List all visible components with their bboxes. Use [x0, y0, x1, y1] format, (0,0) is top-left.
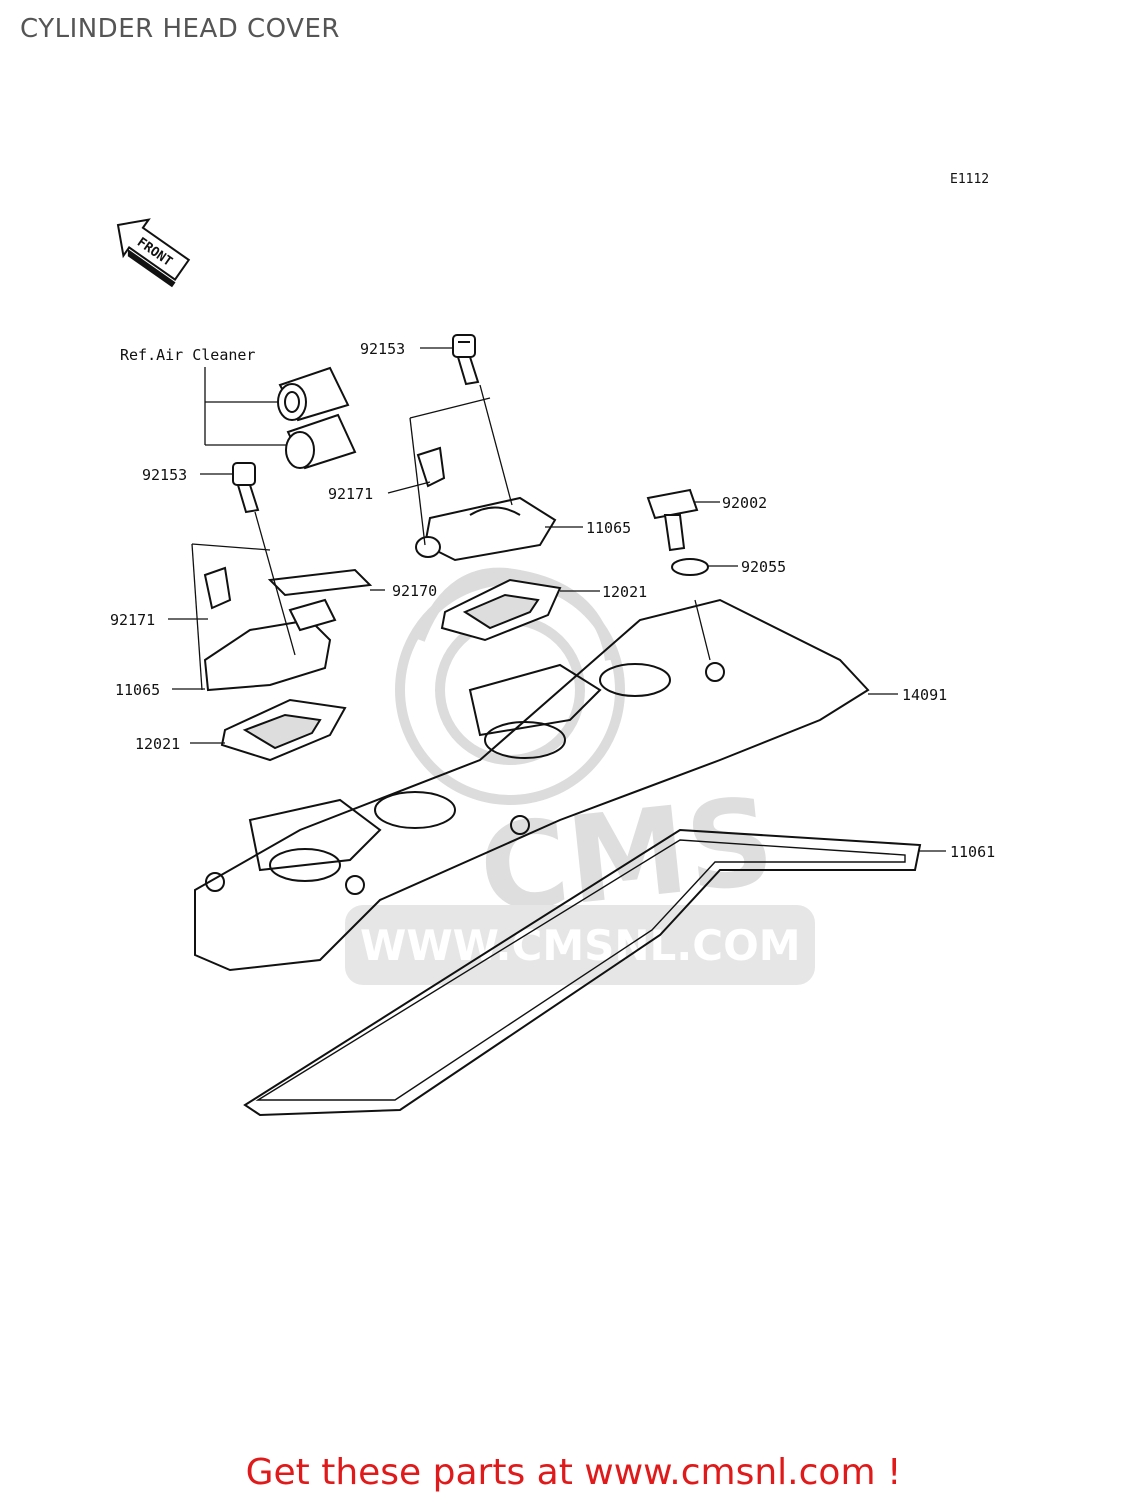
call-to-action: Get these parts at www.cmsnl.com !: [0, 1452, 1147, 1493]
gasket-11061: [243, 828, 922, 1117]
washer-92055: [671, 558, 709, 576]
reference-note: Ref.Air Cleaner: [120, 346, 255, 364]
front-arrow-icon: FRONT: [116, 218, 191, 288]
part-label-92171-left[interactable]: 92171: [110, 611, 155, 629]
part-label-92153-top[interactable]: 92153: [360, 340, 405, 358]
part-label-92171-mid[interactable]: 92171: [328, 485, 373, 503]
part-label-92153-left[interactable]: 92153: [142, 466, 187, 484]
watermark-url: WWW.CMSNL.COM: [360, 921, 801, 970]
reed-valve-cover-right: [415, 446, 557, 562]
part-label-92002[interactable]: 92002: [722, 494, 767, 512]
reed-valve-12021-left: [220, 698, 347, 762]
cta-link[interactable]: Get these parts at www.cmsnl.com !: [245, 1452, 902, 1493]
plate-92170: [267, 568, 373, 597]
part-label-92170[interactable]: 92170: [392, 582, 437, 600]
reference-leader: [204, 367, 288, 446]
leader-lines: [168, 347, 946, 852]
part-label-12021-right[interactable]: 12021: [602, 583, 647, 601]
page-title: CYLINDER HEAD COVER: [20, 14, 340, 44]
bolt-92002: [646, 488, 699, 552]
part-label-11061[interactable]: 11061: [950, 843, 995, 861]
diagram-code: E1112: [950, 172, 990, 187]
part-label-92055[interactable]: 92055: [741, 558, 786, 576]
air-cleaner-caps: [277, 366, 357, 470]
part-label-14091[interactable]: 14091: [902, 686, 947, 704]
watermark-url-box: [345, 905, 815, 985]
gasket-11061-inner: [255, 839, 906, 1101]
part-label-11065-left[interactable]: 11065: [115, 681, 160, 699]
cylinder-head-cover-14091: [194, 598, 870, 972]
reed-valve-cover-left: [203, 566, 337, 692]
reed-valve-12021-right: [440, 578, 562, 642]
bolt-92153-left: [232, 462, 260, 514]
part-label-11065-right[interactable]: 11065: [586, 519, 631, 537]
bolt-92153-top: [452, 334, 480, 386]
part-label-12021-left[interactable]: 12021: [135, 735, 180, 753]
